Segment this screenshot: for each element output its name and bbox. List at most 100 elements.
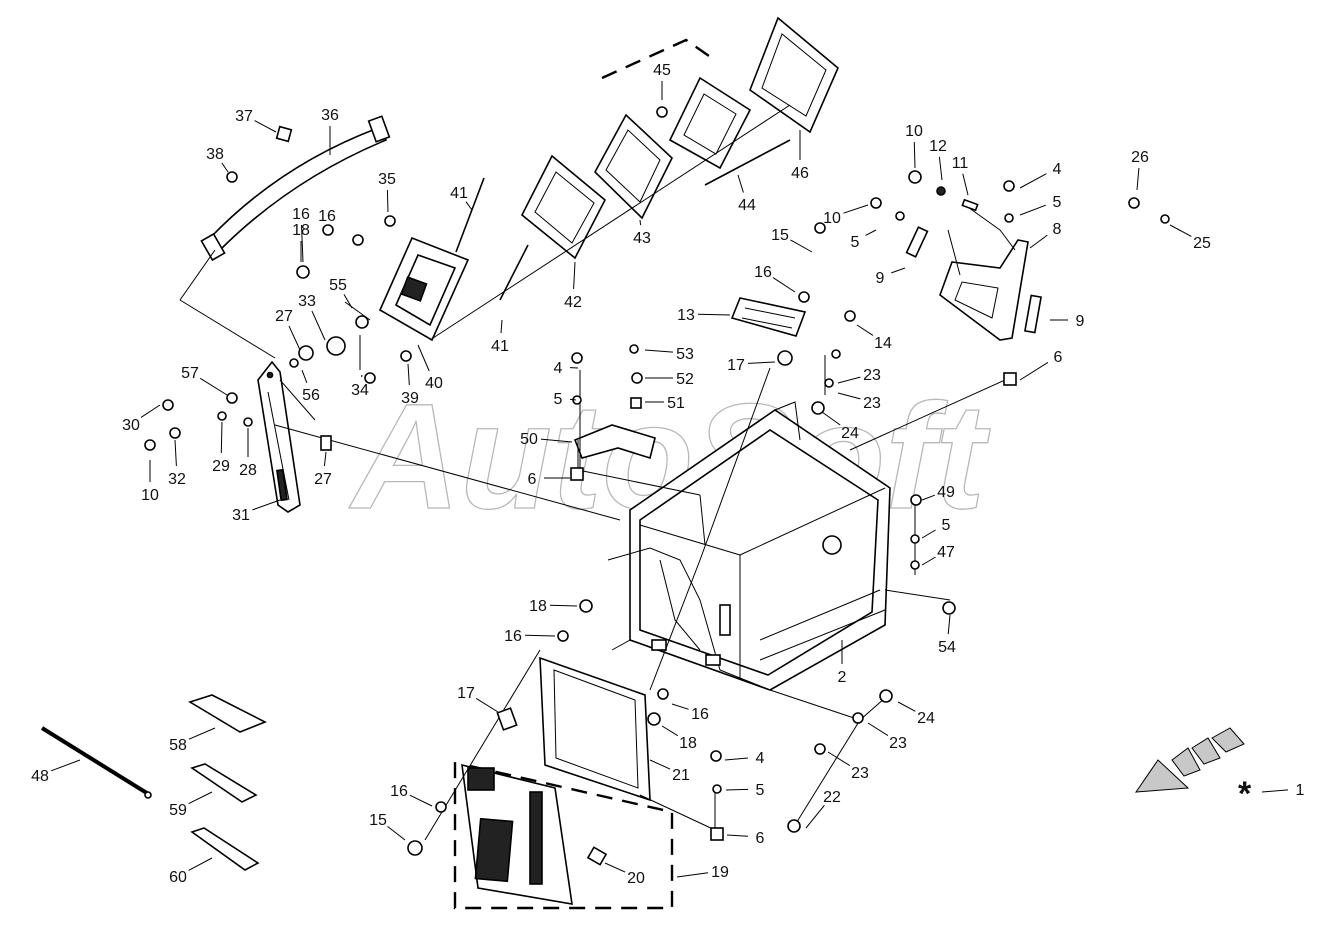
leader-line bbox=[737, 174, 744, 193]
callout-12: 12 bbox=[929, 138, 947, 181]
callout-number: 30 bbox=[122, 417, 140, 434]
leader-line bbox=[891, 267, 906, 274]
callout-31: 31 bbox=[232, 499, 281, 524]
callout-number: 54 bbox=[938, 639, 956, 656]
leader-line bbox=[288, 325, 301, 351]
callout-16: 16 bbox=[390, 783, 433, 807]
leader-line bbox=[724, 757, 749, 761]
leader-line bbox=[865, 229, 877, 236]
callout-number: 45 bbox=[653, 62, 671, 79]
callout-number: 6 bbox=[756, 830, 765, 847]
callout-43: 43 bbox=[633, 219, 651, 247]
callout-number: 38 bbox=[206, 146, 224, 163]
leader-line bbox=[913, 141, 916, 169]
callout-number: 52 bbox=[676, 371, 694, 388]
leader-line bbox=[573, 261, 576, 290]
callout-28: 28 bbox=[239, 428, 257, 479]
leader-line bbox=[644, 349, 674, 353]
callout-53: 53 bbox=[644, 346, 694, 363]
callout-6: 6 bbox=[1019, 349, 1063, 381]
leader-line bbox=[188, 727, 216, 740]
callout-number: 1 bbox=[1296, 782, 1305, 799]
bracket-40-drawing bbox=[378, 236, 470, 342]
callout-number: 5 bbox=[1053, 194, 1062, 211]
callout-number: 15 bbox=[771, 227, 789, 244]
callout-36: 36 bbox=[321, 107, 339, 155]
callout-9: 9 bbox=[1050, 313, 1085, 330]
trim-strip-drawing bbox=[200, 115, 391, 262]
callout-5: 5 bbox=[1019, 194, 1062, 216]
callout-number: 12 bbox=[929, 138, 947, 155]
callout-number: 24 bbox=[841, 425, 859, 442]
leader-line bbox=[725, 788, 749, 791]
leader-line bbox=[947, 614, 951, 635]
callout-18: 18 bbox=[529, 598, 578, 615]
callout-number: 9 bbox=[1076, 313, 1085, 330]
callout-46: 46 bbox=[791, 130, 809, 182]
callout-16: 16 bbox=[754, 264, 796, 293]
callout-number: 43 bbox=[633, 230, 651, 247]
leader-line bbox=[1019, 361, 1049, 381]
pillar-drawing bbox=[257, 360, 301, 513]
callout-5: 5 bbox=[554, 391, 577, 408]
leader-line bbox=[671, 703, 689, 710]
callout-41: 41 bbox=[491, 319, 509, 355]
callout-20: 20 bbox=[604, 862, 645, 887]
callout-number: 18 bbox=[679, 735, 697, 752]
leader-line bbox=[1019, 204, 1046, 216]
leader-line bbox=[475, 697, 499, 713]
callout-number: 16 bbox=[292, 206, 310, 223]
leader-line bbox=[1029, 234, 1048, 249]
callout-60: 60 bbox=[169, 857, 213, 886]
callout-number: 55 bbox=[329, 277, 347, 294]
callout-number: 23 bbox=[851, 765, 869, 782]
cover-21-drawing bbox=[539, 656, 651, 802]
callout-1: 1 bbox=[1261, 782, 1305, 799]
leader-line bbox=[343, 294, 353, 309]
leader-line bbox=[188, 857, 213, 871]
callout-9: 9 bbox=[876, 267, 906, 287]
callout-number: 16 bbox=[691, 706, 709, 723]
callout-number: 49 bbox=[937, 484, 955, 501]
panel-44-drawing bbox=[668, 76, 791, 186]
leader-line bbox=[51, 759, 81, 772]
callout-number: 41 bbox=[450, 185, 468, 202]
callout-33: 33 bbox=[298, 293, 326, 341]
leader-line bbox=[867, 722, 889, 737]
callout-30: 30 bbox=[122, 404, 161, 434]
callout-number: 8 bbox=[1053, 221, 1062, 238]
callout-18: 18 bbox=[292, 222, 310, 262]
leader-line bbox=[1261, 789, 1289, 793]
leader-line bbox=[856, 324, 874, 336]
callout-24: 24 bbox=[897, 701, 935, 727]
callout-50: 50 bbox=[520, 431, 573, 448]
leader-line bbox=[772, 277, 796, 293]
callout-27: 27 bbox=[314, 451, 332, 488]
callout-11: 11 bbox=[952, 155, 969, 196]
callout-17: 17 bbox=[727, 357, 776, 374]
callout-number: 20 bbox=[627, 870, 645, 887]
callout-27: 27 bbox=[275, 308, 301, 351]
callout-22: 22 bbox=[805, 789, 841, 829]
callout-number: 44 bbox=[738, 197, 756, 214]
callout-number: 5 bbox=[554, 391, 563, 408]
leader-line bbox=[540, 438, 573, 443]
leader-line bbox=[188, 791, 213, 805]
leader-line bbox=[843, 204, 869, 214]
callout-39: 39 bbox=[401, 363, 419, 407]
callout-14: 14 bbox=[856, 324, 892, 352]
leader-line bbox=[254, 120, 277, 133]
callout-number: 51 bbox=[667, 395, 685, 412]
callout-40: 40 bbox=[417, 344, 443, 392]
callout-44: 44 bbox=[737, 174, 756, 214]
leader-line bbox=[387, 826, 406, 841]
callout-number: 46 bbox=[791, 165, 809, 182]
callout-10: 10 bbox=[905, 123, 923, 169]
callout-number: 13 bbox=[677, 307, 695, 324]
gas-strut-drawing bbox=[905, 226, 1042, 334]
callout-10: 10 bbox=[823, 204, 869, 227]
group-44-dashed-outline bbox=[601, 38, 713, 80]
circuit-board-13-drawing bbox=[730, 297, 807, 337]
callout-number: 57 bbox=[181, 365, 199, 382]
